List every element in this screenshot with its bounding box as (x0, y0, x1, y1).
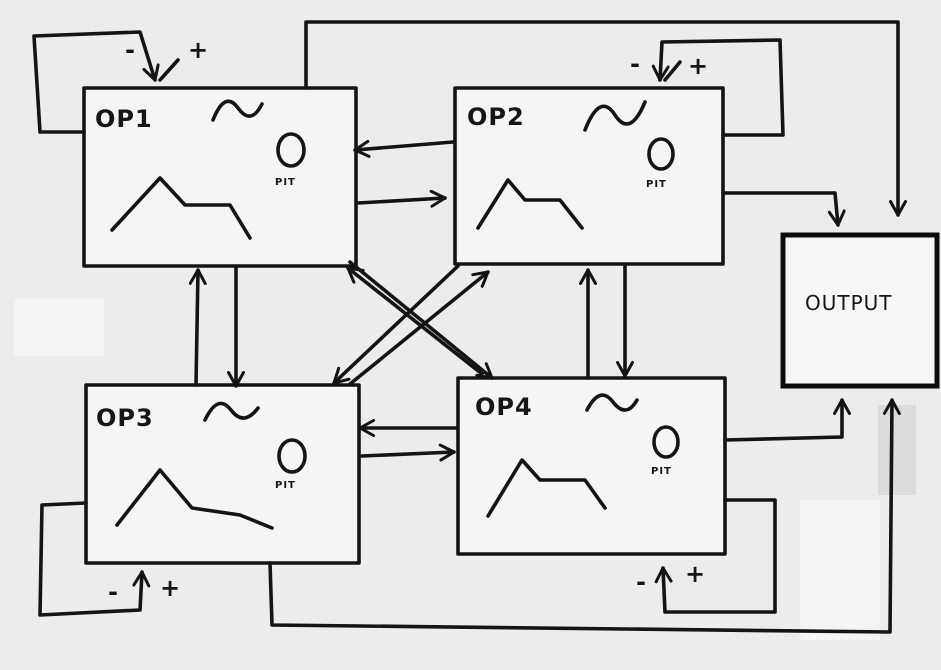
op3-to-output-line (268, 398, 901, 634)
envelope-icon (476, 178, 584, 230)
op2-feedback-loop (651, 38, 785, 137)
sine-wave-icon (211, 99, 264, 122)
board-patch (800, 500, 880, 640)
envelope-icon (110, 176, 252, 240)
op3-feedback-loop (38, 501, 151, 617)
envelope-icon (486, 458, 607, 518)
op3-feedback-minus: - (108, 578, 118, 606)
sine-wave-icon (583, 100, 647, 132)
op2-feedback-minus: - (630, 50, 640, 78)
op1-feedback-loop (32, 30, 160, 134)
op3-pitch-label: PIT (275, 480, 296, 491)
pitch-knob-icon (652, 425, 680, 459)
op2-label: OP2 (467, 103, 525, 131)
op2-to-op1-arrow (353, 139, 455, 158)
output-box (780, 232, 940, 389)
op1-to-op4-arrow (348, 260, 494, 380)
op4-feedback-loop (654, 498, 777, 614)
op2-feedback-plus-stroke (663, 60, 682, 82)
sine-wave-icon (203, 401, 260, 422)
op4-box (456, 376, 727, 556)
op2-pitch-label: PIT (646, 179, 667, 190)
op4-feedback-plus: + (685, 560, 706, 588)
op3-label: OP3 (96, 404, 154, 432)
op1-feedback-plus: + (188, 36, 209, 64)
op3-to-op1-arrow (188, 268, 207, 387)
op1-label: OP1 (95, 105, 153, 133)
output-label: OUTPUT (805, 291, 893, 315)
pitch-knob-icon (276, 132, 306, 168)
op1-to-output-line (304, 20, 907, 217)
op1-to-op2-arrow (356, 189, 447, 208)
op3-to-op2-arrow (348, 270, 490, 386)
op2-to-output-line (721, 191, 846, 227)
board-patch (14, 298, 104, 356)
op4-pitch-label: PIT (651, 466, 672, 477)
op2-feedback-plus: + (688, 52, 709, 80)
op4-label: OP4 (475, 393, 533, 421)
op1-feedback-plus-stroke (158, 58, 180, 82)
pitch-knob-icon (647, 137, 675, 171)
sine-wave-icon (585, 393, 639, 412)
op3-box (84, 383, 361, 565)
op3-feedback-plus: + (160, 574, 181, 602)
op3-to-op4-arrow (360, 443, 456, 462)
op4-to-op1-arrow (346, 266, 484, 376)
op1-pitch-label: PIT (275, 177, 296, 188)
pitch-knob-icon (277, 438, 307, 474)
op2-to-op3-arrow (332, 264, 460, 385)
op4-feedback-minus: - (636, 568, 646, 596)
op1-box (82, 86, 358, 268)
board-patch (878, 405, 916, 495)
op1-feedback-minus: - (125, 36, 135, 64)
op4-to-output-line (723, 398, 851, 442)
envelope-icon (115, 468, 274, 530)
